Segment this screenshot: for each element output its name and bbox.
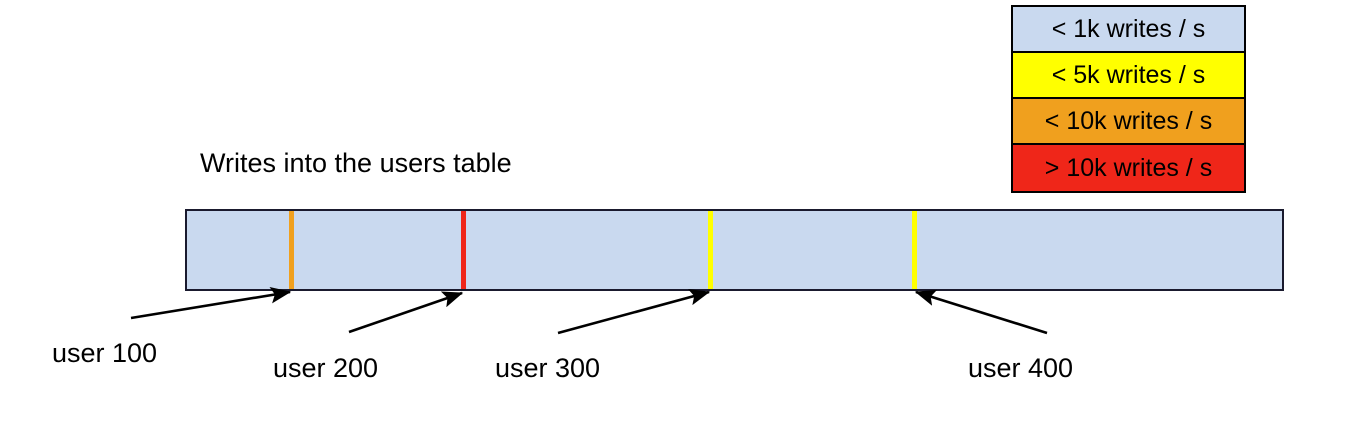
marker-user-300 xyxy=(708,211,713,289)
marker-user-400 xyxy=(912,211,917,289)
legend-row-2: < 10k writes / s xyxy=(1013,99,1244,145)
legend-label-2: < 10k writes / s xyxy=(1044,106,1213,135)
callout-user-300: user 300 xyxy=(495,353,601,383)
arrow-user-200 xyxy=(348,291,464,334)
arrow-user-100 xyxy=(130,286,292,320)
legend-label-0: < 1k writes / s xyxy=(1051,14,1206,43)
callout-user-200: user 200 xyxy=(273,353,379,383)
legend-row-1: < 5k writes / s xyxy=(1013,53,1244,99)
callout-user-400: user 400 xyxy=(968,353,1074,383)
arrow-user-300 xyxy=(557,289,711,335)
callout-user-100: user 100 xyxy=(52,338,158,368)
chart-title: Writes into the users table xyxy=(200,148,512,178)
marker-user-200 xyxy=(461,211,466,289)
legend-row-0: < 1k writes / s xyxy=(1013,7,1244,53)
legend: < 1k writes / s < 5k writes / s < 10k wr… xyxy=(1011,5,1246,193)
marker-user-100 xyxy=(289,211,294,289)
legend-label-3: > 10k writes / s xyxy=(1044,153,1213,182)
arrow-user-400 xyxy=(914,289,1048,335)
legend-label-1: < 5k writes / s xyxy=(1051,60,1206,89)
legend-row-3: > 10k writes / s xyxy=(1013,145,1244,191)
users-table-band xyxy=(185,209,1284,291)
